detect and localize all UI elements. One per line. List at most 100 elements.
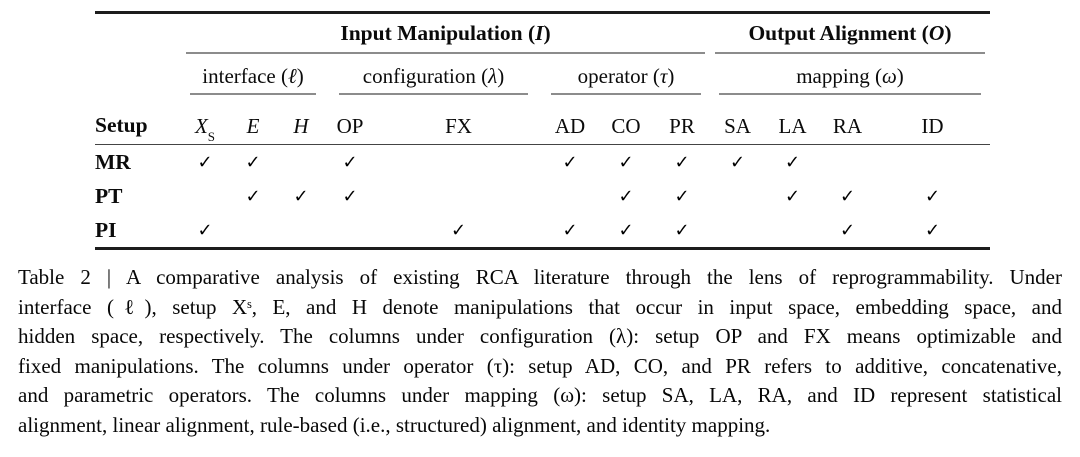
row-label-mr: MR [95,149,131,174]
check-icon: ✓ [924,185,941,207]
col-header-text: RA [832,113,863,138]
group-header-output-alignment: Output Alignment (O) [710,14,990,54]
math-symbol: I [535,21,544,46]
col-header-co: CO [598,95,654,144]
check-icon: ✓ [562,219,578,241]
math-symbol: τ [659,63,668,88]
check-cell: ✓ [598,179,654,213]
check-icon: ✓ [342,185,358,207]
group-header-input-manipulation: Input Manipulation (I) [181,14,710,54]
caption-line: and parametric operators. The columns un… [18,383,1062,407]
check-cell [710,179,765,213]
check-cell: ✓ [875,179,990,213]
row-label-pt: PT [95,183,123,208]
col-header-id: ID [875,95,990,144]
subgroup-label-text: operator ( [577,63,660,88]
check-cell: ✓ [181,213,229,247]
col-header-text: CO [611,113,641,138]
col-header-text: LA [778,113,807,138]
check-cell: ✓ [875,213,990,247]
group-label-text: Input Manipulation ( [340,21,536,46]
col-header-fx: FX [375,95,542,144]
subgroup-label-text: ) [497,63,505,88]
check-cell [181,179,229,213]
col-header-sa: SA [710,95,765,144]
check-icon: ✓ [674,219,690,241]
group-label: Output Alignment (O) [710,22,990,52]
check-icon: ✓ [618,185,634,207]
check-icon: ✓ [674,185,690,207]
table-bottom-rule [95,247,990,250]
subgroup-underline [719,92,981,95]
col-header-e: E [229,95,277,144]
check-cell: ✓ [325,179,375,213]
check-cell: ✓ [820,179,875,213]
check-cell: ✓ [820,213,875,247]
check-icon: ✓ [618,219,634,241]
check-icon: ✓ [245,185,261,207]
col-header-h: H [277,95,325,144]
table-top-rule [95,11,990,14]
math-symbol: H [293,113,309,138]
group-label: Input Manipulation (I) [181,21,710,52]
math-symbol: E [246,113,260,138]
subgroup-label-text: configuration ( [362,63,489,88]
col-header-op: OP [325,95,375,144]
check-cell: ✓ [277,179,325,213]
caption-line: Table 2 | A comparative analysis of exis… [18,265,1062,289]
check-cell: ✓ [542,213,598,247]
check-icon: ✓ [197,151,213,173]
check-cell [229,213,277,247]
caption-line: alignment, linear alignment, rule-based … [18,412,771,437]
caption-line: fixed manipulations. The columns under o… [18,353,1062,378]
check-cell [765,213,820,247]
check-cell: ✓ [710,145,765,179]
col-header-ra: RA [820,95,875,144]
check-icon: ✓ [450,219,467,241]
subgroup-label-text: interface ( [202,63,288,88]
col-header-text: FX [445,113,472,138]
check-cell [375,145,542,179]
col-header-text: AD [554,113,586,138]
math-symbol: ℓ [287,63,297,88]
caption-line: hidden space, respectively. The columns … [18,324,1062,348]
math-symbol: ω [881,63,897,88]
check-icon: ✓ [342,151,358,173]
check-icon: ✓ [784,185,801,207]
spacer-cell [95,14,181,54]
check-icon: ✓ [674,151,690,173]
check-icon: ✓ [924,219,941,241]
check-cell: ✓ [654,145,710,179]
check-cell: ✓ [598,145,654,179]
subgroup-underline [551,92,701,95]
col-header-text: ID [921,113,944,138]
subgroup-label-text: ) [296,63,304,88]
check-cell [277,213,325,247]
check-cell: ✓ [375,213,542,247]
group-underline [186,51,705,54]
check-icon: ✓ [293,185,309,207]
subgroup-header-interface: interface (ℓ) [181,54,325,95]
check-icon: ✓ [839,219,856,241]
subgroup-label-text: ) [667,63,675,88]
subgroup-label: configuration (λ) [325,63,542,93]
check-cell [375,179,542,213]
check-icon: ✓ [562,151,578,173]
check-icon: ✓ [729,151,746,173]
header-bottom-rule [95,143,990,146]
subgroup-label: interface (ℓ) [181,63,325,93]
check-icon: ✓ [197,219,213,241]
col-header-ad: AD [542,95,598,144]
check-cell [710,213,765,247]
check-cell: ✓ [765,145,820,179]
col-header-text: SA [724,113,751,138]
subgroup-header-configuration: configuration (λ) [325,54,542,95]
group-underline [715,51,985,54]
check-cell: ✓ [765,179,820,213]
check-icon: ✓ [245,151,261,173]
check-cell [325,213,375,247]
subgroup-header-operator: operator (τ) [542,54,710,95]
check-cell [277,145,325,179]
